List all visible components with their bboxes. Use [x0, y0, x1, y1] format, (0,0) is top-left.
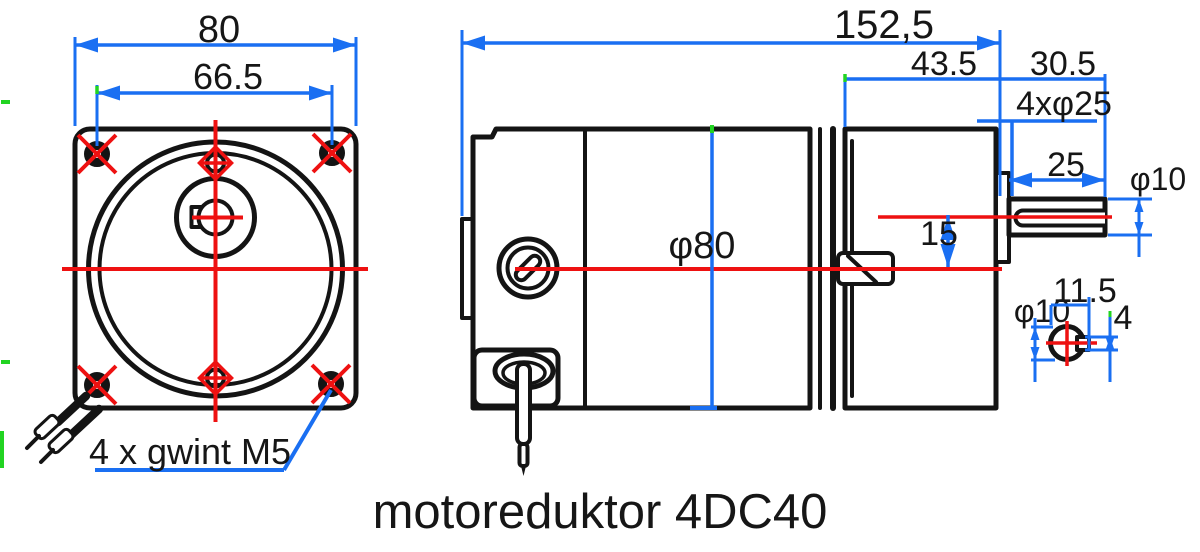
- dim-key-depth-label: 4: [1114, 299, 1133, 337]
- dim-flange-width-label: 80: [198, 9, 240, 51]
- holes-note: 4xφ25: [977, 85, 1112, 196]
- drawing-title: motoreduktor 4DC40: [373, 485, 828, 539]
- dim-flange-width: 80: [73, 9, 358, 126]
- dim-shaft-diameter-label: φ10: [1130, 161, 1186, 197]
- dim-end-diameter: φ10: [1014, 293, 1070, 382]
- dim-body-diameter: φ80: [669, 125, 736, 410]
- dim-body-diameter-label: φ80: [669, 225, 736, 267]
- thread-note: 4 x gwint M5: [89, 388, 333, 472]
- green-edge-marks: [0, 100, 10, 468]
- dim-shaft-offset-label: 15: [920, 215, 958, 253]
- dim-key-depth: 4: [1085, 299, 1132, 382]
- side-view: 152,5 43.5 30.5 4xφ25 φ80: [460, 3, 1186, 476]
- screw-hole-diamonds: [197, 144, 234, 397]
- dim-end-diameter-label: φ10: [1014, 293, 1070, 329]
- dim-gearbox-length-label: 43.5: [911, 45, 977, 83]
- thread-note-label: 4 x gwint M5: [89, 431, 291, 472]
- cable-bracket: [471, 347, 561, 476]
- dim-shaft-offset: 15: [920, 215, 958, 267]
- dim-gearbox-and-front: 43.5 30.5: [843, 45, 1107, 197]
- dim-shaft-length: 25: [1009, 146, 1105, 188]
- front-view: 80 66.5 4 x gwint M5: [25, 9, 368, 472]
- dim-total-length-label: 152,5: [834, 3, 934, 47]
- terminal-pin: [515, 362, 532, 446]
- dim-shaft-diameter: φ10: [1108, 161, 1186, 257]
- holes-note-label: 4xφ25: [1016, 85, 1112, 123]
- dim-total-length: 152,5: [460, 3, 1002, 216]
- dim-hole-spacing-label: 66.5: [193, 56, 263, 97]
- dim-hole-spacing: 66.5: [95, 56, 334, 146]
- dim-shaft-length-label: 25: [1047, 146, 1085, 184]
- power-wires: [25, 391, 104, 464]
- front-centerlines: [62, 120, 368, 422]
- dim-key-span: 11.5: [1049, 272, 1117, 350]
- shaft-end-view: φ10 11.5 4: [1014, 272, 1132, 382]
- dim-front-section-label: 30.5: [1030, 45, 1096, 83]
- dim-key-span-label: 11.5: [1053, 272, 1117, 310]
